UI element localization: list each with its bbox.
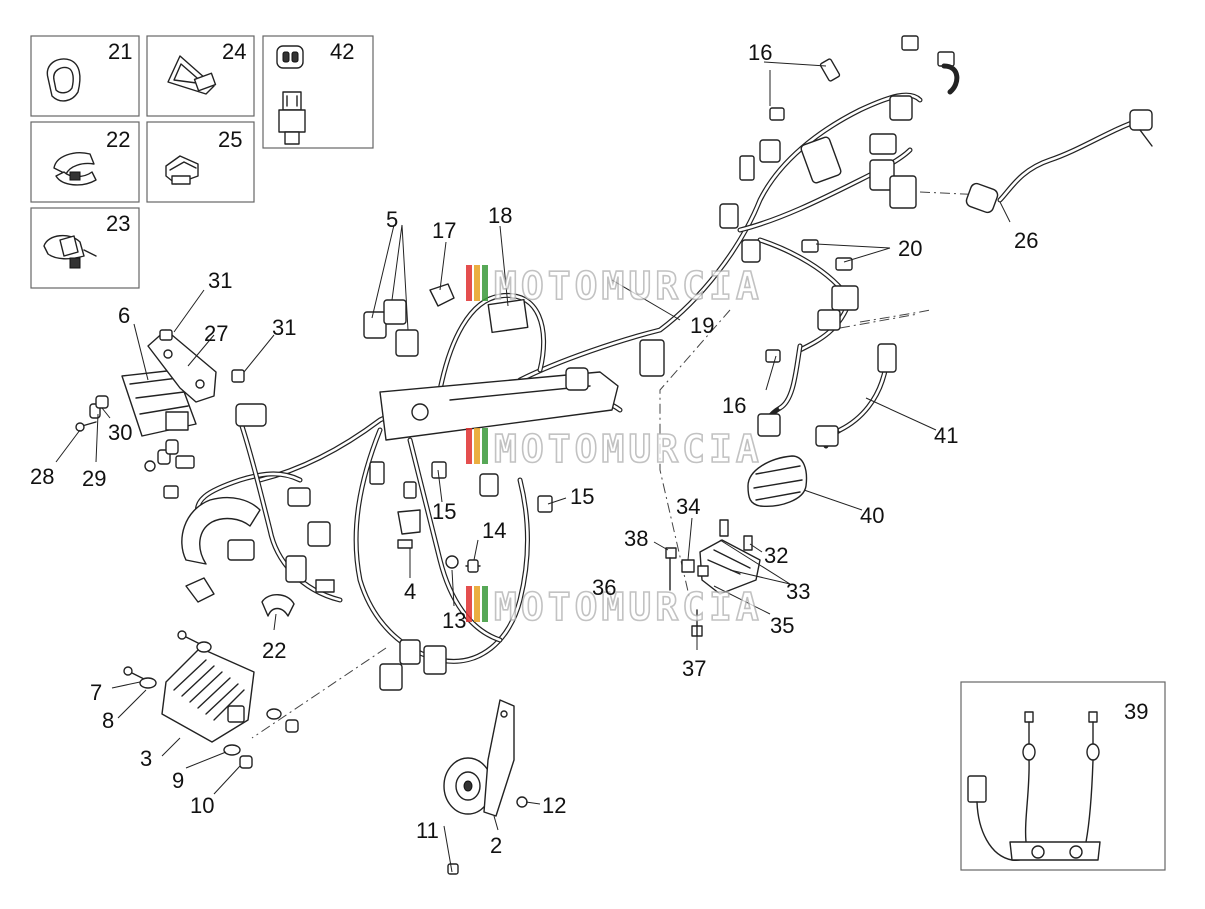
- sensor-cable-set-icon: [967, 711, 1101, 861]
- clamp-half-icon: [53, 152, 97, 186]
- callout-40: 40: [860, 503, 884, 528]
- fuse-box: [487, 298, 529, 334]
- inset-box-24: [146, 35, 255, 117]
- callout-37: 37: [682, 656, 706, 681]
- leader-lines: [55, 61, 1011, 873]
- callout-5: 5: [386, 207, 398, 232]
- watermark-1: MOTOMURCIA: [466, 263, 763, 309]
- main-harness: [195, 35, 955, 691]
- callout-38: 38: [624, 526, 648, 551]
- callout-41: 41: [934, 423, 958, 448]
- inset-boxes: [30, 35, 1166, 871]
- callout-22: 22: [262, 638, 286, 663]
- callout-9: 9: [172, 768, 184, 793]
- callout-10: 10: [190, 793, 214, 818]
- watermarks: MOTOMURCIA MOTOMURCIA MOTOMURCIA: [466, 263, 763, 630]
- callout-4: 4: [404, 579, 416, 604]
- callout-3: 3: [140, 746, 152, 771]
- callout-2: 2: [490, 833, 502, 858]
- callout-15b: 15: [570, 484, 594, 509]
- callout-6: 6: [118, 303, 130, 328]
- callout-labels: 21 24 42 22 25 23 5 17 18 31 6 27 31 30 …: [30, 39, 1148, 858]
- callout-22-inset: 22: [106, 127, 130, 152]
- inset-box-25: [146, 121, 255, 203]
- callout-30: 30: [108, 420, 132, 445]
- callout-36: 36: [592, 575, 616, 600]
- callout-20: 20: [898, 236, 922, 261]
- strap-triangle-icon: [167, 55, 217, 95]
- callout-39: 39: [1124, 699, 1148, 724]
- clamp-screw-icon: [43, 235, 97, 269]
- watermark-2: MOTOMURCIA: [466, 426, 763, 472]
- right-parts: [665, 63, 1153, 637]
- callout-34: 34: [676, 494, 700, 519]
- horn: [443, 699, 515, 817]
- callout-24: 24: [222, 39, 246, 64]
- callout-28: 28: [30, 464, 54, 489]
- callout-17: 17: [432, 218, 456, 243]
- callout-18: 18: [488, 203, 512, 228]
- callout-8: 8: [102, 708, 114, 733]
- module-40: [747, 455, 808, 507]
- svg-text:MOTOMURCIA: MOTOMURCIA: [494, 427, 763, 471]
- callout-33: 33: [786, 579, 810, 604]
- svg-text:MOTOMURCIA: MOTOMURCIA: [494, 585, 763, 629]
- callout-29: 29: [82, 466, 106, 491]
- inset-box-42: [262, 35, 374, 149]
- callout-31a: 31: [208, 268, 232, 293]
- callout-32: 32: [764, 543, 788, 568]
- callout-26: 26: [1014, 228, 1038, 253]
- callout-42: 42: [330, 39, 354, 64]
- callout-31b: 31: [272, 315, 296, 340]
- callout-21: 21: [108, 39, 132, 64]
- callout-13: 13: [442, 608, 466, 633]
- callout-25: 25: [218, 127, 242, 152]
- callout-19: 19: [690, 313, 714, 338]
- callout-16b: 16: [722, 393, 746, 418]
- inset-box-21: [30, 35, 140, 117]
- inset-box-39: [960, 681, 1166, 871]
- watermark-3: MOTOMURCIA: [466, 584, 763, 630]
- callout-16a: 16: [748, 40, 772, 65]
- callout-35: 35: [770, 613, 794, 638]
- callout-11: 11: [416, 818, 439, 843]
- callout-15a: 15: [432, 499, 456, 524]
- callout-14: 14: [482, 518, 506, 543]
- clip-ring-icon: [46, 58, 81, 102]
- callout-12: 12: [542, 793, 566, 818]
- connector-42-icon: [276, 45, 306, 145]
- callout-23: 23: [106, 211, 130, 236]
- left-parts: [75, 283, 553, 875]
- callout-7: 7: [90, 680, 102, 705]
- inset-box-22: [30, 121, 140, 203]
- callout-27: 27: [204, 321, 228, 346]
- bracket-group: [665, 519, 761, 637]
- tie-mount-icon: [165, 155, 199, 185]
- inset-box-23: [30, 207, 140, 289]
- voltage-regulator: [161, 647, 255, 743]
- svg-text:MOTOMURCIA: MOTOMURCIA: [494, 264, 763, 308]
